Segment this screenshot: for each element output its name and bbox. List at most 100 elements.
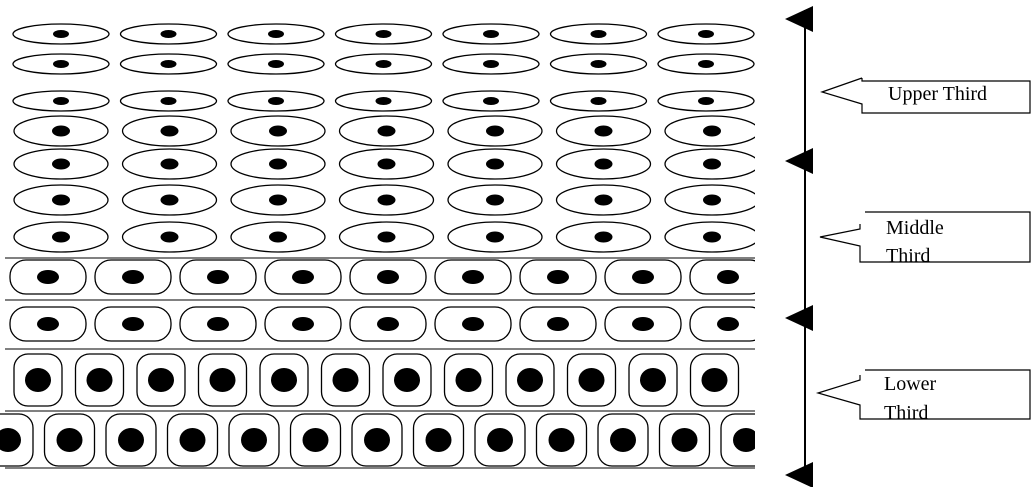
cell-nucleus (57, 428, 83, 452)
cell (137, 354, 185, 406)
cell (448, 185, 542, 215)
cell-nucleus (210, 368, 236, 392)
cell-nucleus (377, 317, 399, 331)
cell-nucleus (591, 97, 607, 105)
cell (121, 54, 217, 74)
cell (14, 354, 62, 406)
cell-nucleus (698, 97, 714, 105)
cell-nucleus (378, 195, 396, 206)
cell-nucleus (672, 428, 698, 452)
cell-nucleus (377, 270, 399, 284)
cell-nucleus (269, 126, 287, 137)
cell (228, 91, 324, 111)
cell (199, 354, 247, 406)
cell (231, 116, 325, 146)
cell (435, 260, 511, 294)
cell (475, 414, 525, 466)
cell-nucleus (378, 126, 396, 137)
cell-nucleus (595, 126, 613, 137)
cell (13, 54, 109, 74)
cell-nucleus (610, 428, 636, 452)
cell-nucleus (52, 195, 70, 206)
cell-nucleus (118, 428, 144, 452)
cell (123, 185, 217, 215)
cell-nucleus (579, 368, 605, 392)
cell (168, 414, 218, 466)
cell-nucleus (394, 368, 420, 392)
cell-nucleus (483, 60, 499, 68)
cell (231, 149, 325, 179)
cell-nucleus (426, 428, 452, 452)
cell (0, 414, 33, 466)
cell-nucleus (25, 368, 51, 392)
cell-nucleus (269, 195, 287, 206)
cell-nucleus (595, 195, 613, 206)
cell (95, 307, 171, 341)
cell (336, 24, 432, 44)
cell-nucleus (703, 159, 721, 170)
cell (605, 260, 681, 294)
cell (568, 354, 616, 406)
cell (180, 307, 256, 341)
cell (551, 54, 647, 74)
cell-nucleus (483, 30, 499, 38)
cell-nucleus (52, 126, 70, 137)
cell (265, 307, 341, 341)
cell-nucleus (161, 30, 177, 38)
cell (537, 414, 587, 466)
cell (14, 116, 108, 146)
cell-nucleus (717, 270, 739, 284)
cell (121, 24, 217, 44)
cell (340, 116, 434, 146)
cell-nucleus (632, 270, 654, 284)
cell-nucleus (269, 232, 287, 243)
upper-third-label: Upper Third (888, 83, 987, 105)
cell (14, 185, 108, 215)
cell-nucleus (207, 270, 229, 284)
cell-nucleus (376, 30, 392, 38)
cell (557, 185, 651, 215)
cell-nucleus (87, 368, 113, 392)
cell (10, 260, 86, 294)
cell-nucleus (486, 232, 504, 243)
cell-nucleus (268, 97, 284, 105)
cell-nucleus (462, 317, 484, 331)
cell (383, 354, 431, 406)
cell (658, 24, 754, 44)
cell-nucleus (37, 317, 59, 331)
cell (352, 414, 402, 466)
cell-nucleus (703, 232, 721, 243)
cell (551, 91, 647, 111)
cell-nucleus (486, 195, 504, 206)
cell (350, 307, 426, 341)
cell-row (10, 260, 766, 294)
cell-nucleus (717, 317, 739, 331)
cell (291, 414, 341, 466)
cell-nucleus (549, 428, 575, 452)
cell (520, 260, 596, 294)
lower-third-label-line1: Lower (884, 373, 937, 395)
cell (10, 307, 86, 341)
middle-third-label-line2: Third (886, 245, 930, 267)
cell-nucleus (148, 368, 174, 392)
cell-nucleus (52, 159, 70, 170)
cell (340, 222, 434, 252)
cell-nucleus (632, 317, 654, 331)
cell (520, 307, 596, 341)
cell (443, 24, 539, 44)
cell (123, 149, 217, 179)
cell (665, 185, 759, 215)
cell-nucleus (161, 60, 177, 68)
cell (557, 149, 651, 179)
cell-nucleus (595, 159, 613, 170)
cell-nucleus (487, 428, 513, 452)
cell-nucleus (702, 368, 728, 392)
cell (448, 149, 542, 179)
cell-nucleus (161, 232, 179, 243)
cell-nucleus (378, 159, 396, 170)
cell-nucleus (303, 428, 329, 452)
cell (229, 414, 279, 466)
cell-nucleus (703, 126, 721, 137)
cell (448, 116, 542, 146)
